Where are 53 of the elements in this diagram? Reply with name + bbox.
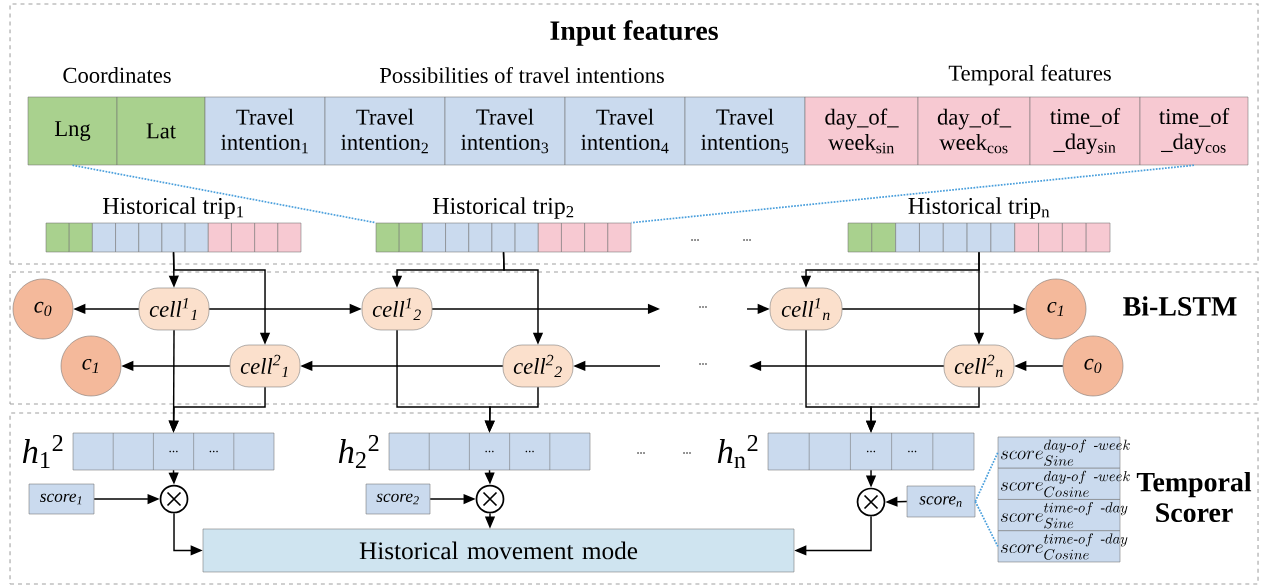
ellipsis: ... xyxy=(691,239,699,241)
multiply-symbol xyxy=(159,484,189,514)
ellipsis: ... xyxy=(699,306,707,308)
score-cell: $score_{Cosine}^{day\text{-}of\ \text{-}week}$ xyxy=(997,468,1130,500)
leader-line xyxy=(71,164,377,224)
lstm-cell: cell$^{2}$2 xyxy=(502,344,574,388)
section-heading: Coordinates xyxy=(63,67,171,83)
panel-heading: Temporal Scorer xyxy=(1136,471,1252,523)
lstm-cell: cell$^{2}$1 xyxy=(229,344,301,388)
feature-cell: Travel intention$_{5}$ xyxy=(684,96,806,166)
lstm-cell: cell$^{1}$1 xyxy=(138,287,210,331)
feature-cell: time_of _day$_{sin}$ xyxy=(1029,96,1141,166)
feature-cell: Travel intention$_{3}$ xyxy=(444,96,566,166)
multiply-symbol xyxy=(856,487,886,517)
lstm-cell: cell$^{1}$n xyxy=(769,287,843,331)
lstm-cell: cell$^{2}$n xyxy=(943,344,1015,388)
ellipsis: ... xyxy=(637,452,645,454)
score-box: score$_{2}$ xyxy=(365,483,431,515)
feature-cell: Lat xyxy=(116,96,206,166)
ellipsis: ... xyxy=(683,452,691,454)
feature-cell: time_of _day$_{cos}$ xyxy=(1139,96,1249,166)
multiply-symbol xyxy=(475,484,505,514)
hidden-state-vector: ... ... xyxy=(388,432,591,471)
score-cell: $score_{Sine}^{time\text{-}of\ \text{-}day}$ xyxy=(997,499,1128,532)
leader-line xyxy=(630,164,1195,224)
vector-label: h$_{n}$2 xyxy=(717,435,758,468)
output-box: Historical movement mode xyxy=(202,528,795,573)
lstm-cell: cell$^{1}$2 xyxy=(361,287,433,331)
score-box: score$_{1}$ xyxy=(28,483,95,515)
vector-label: h$_{1}$2 xyxy=(22,435,63,468)
hidden-state-vector: ... ... xyxy=(72,432,275,471)
feature-cell: day_of_ week$_{cos}$ xyxy=(917,96,1031,166)
panel-heading: Input features xyxy=(550,20,718,46)
score-cell: $score_{Sine}^{day\text{-}of\ \text{-}week}$ xyxy=(997,436,1130,469)
hidden-state-vector: ... ... xyxy=(767,432,975,471)
vector-heading: Historical trip$_{n}$ xyxy=(908,197,1050,219)
feature-cell: Lng xyxy=(27,96,118,166)
section-heading: Temporal features xyxy=(948,64,1111,86)
feature-cell: Travel intention$_{1}$ xyxy=(204,96,326,166)
feature-cell: Travel intention$_{4}$ xyxy=(564,96,686,166)
section-heading: Possibilities of travel intentions xyxy=(379,66,664,84)
vector-label: h$_{2}$2 xyxy=(338,435,379,468)
panel-heading: Bi-LSTM xyxy=(1123,296,1237,316)
leader-line xyxy=(974,500,999,548)
feature-cell: Travel intention$_{2}$ xyxy=(324,96,446,166)
score-box: score$_{n}$ xyxy=(906,485,976,518)
feature-cell: day_of_ week$_{sin}$ xyxy=(804,96,919,166)
vector-heading: Historical trip$_{2}$ xyxy=(432,197,574,219)
score-cell: $score_{Cosine}^{time\text{-}of\ \text{-}day}$ xyxy=(997,530,1128,563)
vector-heading: Historical trip$_{1}$ xyxy=(102,197,244,219)
ellipsis: ... xyxy=(699,363,707,365)
leader-line xyxy=(974,451,999,503)
ellipsis: ... xyxy=(743,239,751,241)
